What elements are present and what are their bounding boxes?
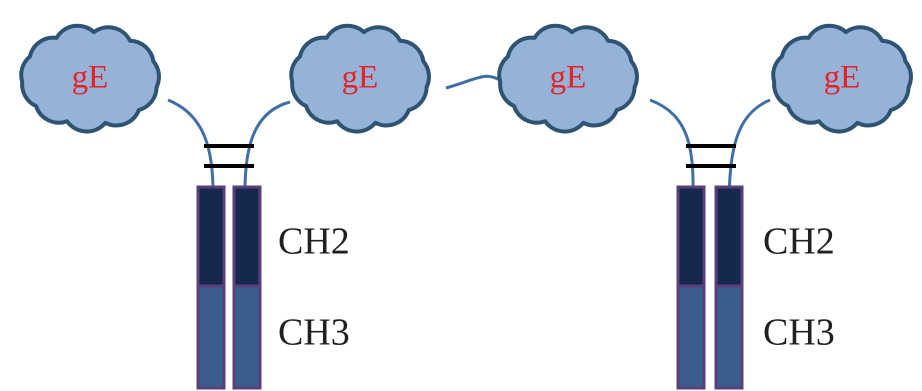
ge-label: gE: [550, 60, 587, 96]
ch2-domain: [714, 185, 744, 292]
cloud-shape: [771, 23, 913, 134]
ch3-domain: [714, 284, 744, 390]
linker-line: [445, 74, 501, 90]
ch2-domain: [676, 185, 706, 292]
cloud-shape: [19, 23, 161, 134]
ch2-domain: [196, 185, 226, 292]
ch3-domain: [676, 284, 706, 390]
cloud-shape: [289, 23, 431, 134]
linkers: [167, 74, 771, 201]
linker-line: [727, 98, 771, 201]
ge-cloud: gE: [289, 23, 431, 134]
fc-chains: [196, 185, 744, 390]
linker-line: [167, 98, 215, 201]
left-ch3-label: CH3: [278, 312, 350, 354]
ch3-domain: [232, 284, 262, 390]
ch2-domain: [232, 185, 262, 292]
left-ch2-label: CH2: [278, 221, 350, 263]
ge-cloud: gE: [771, 23, 913, 134]
right-ch3-label: CH3: [763, 312, 835, 354]
linker-line: [243, 100, 291, 201]
ge-cloud: gE: [497, 23, 639, 134]
ge-label: gE: [72, 60, 109, 96]
ge-cloud: gE: [19, 23, 161, 134]
right-ch2-label: CH2: [763, 221, 835, 263]
ge-clouds: gE gE gE gE: [19, 23, 913, 134]
ch3-domain: [196, 284, 226, 390]
cloud-shape: [497, 23, 639, 134]
disulfide-bonds: [204, 144, 736, 168]
linker-line: [649, 98, 695, 201]
ge-label: gE: [342, 60, 379, 96]
ge-label: gE: [824, 60, 861, 96]
